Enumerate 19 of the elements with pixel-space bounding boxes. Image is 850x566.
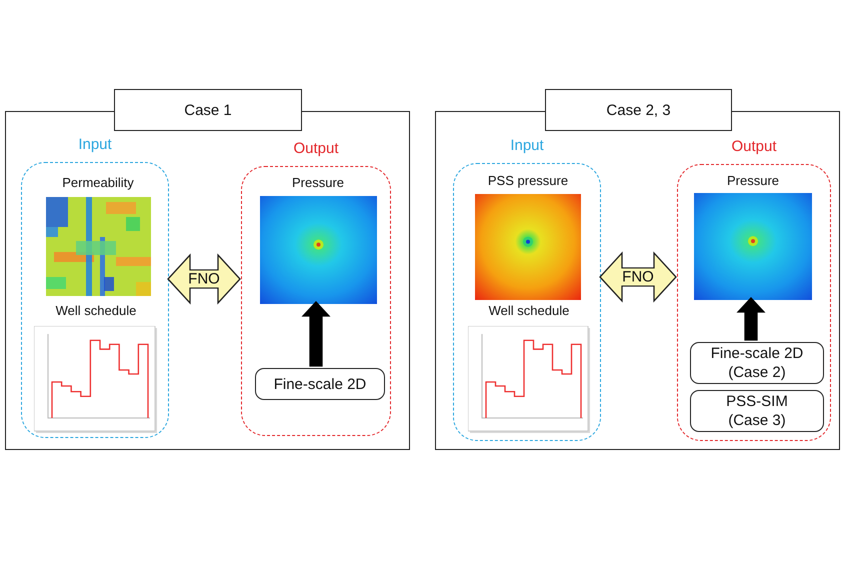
- image-caption: PSS pressure: [486, 172, 570, 190]
- image-caption: Well schedule: [488, 302, 570, 320]
- process-box: Fine-scale 2D (Case 2): [690, 342, 824, 384]
- edge-label: FNO: [186, 270, 222, 288]
- process-box: PSS-SIM (Case 3): [690, 390, 824, 432]
- image-caption: Pressure: [726, 172, 780, 190]
- block-arrow: [302, 301, 330, 367]
- edge-label: FNO: [620, 268, 656, 286]
- image-caption: Pressure: [290, 174, 346, 192]
- case-title: Case 2, 3: [545, 89, 732, 131]
- group-heading: Input: [509, 137, 545, 154]
- image-caption: Well schedule: [54, 302, 138, 320]
- group-heading: Output: [292, 140, 340, 157]
- group-heading: Output: [730, 138, 778, 155]
- group-heading: Input: [77, 136, 113, 153]
- case-title: Case 1: [114, 89, 302, 131]
- image-caption: Permeability: [61, 174, 135, 192]
- block-arrow: [736, 297, 766, 341]
- process-box: Fine-scale 2D: [255, 368, 385, 400]
